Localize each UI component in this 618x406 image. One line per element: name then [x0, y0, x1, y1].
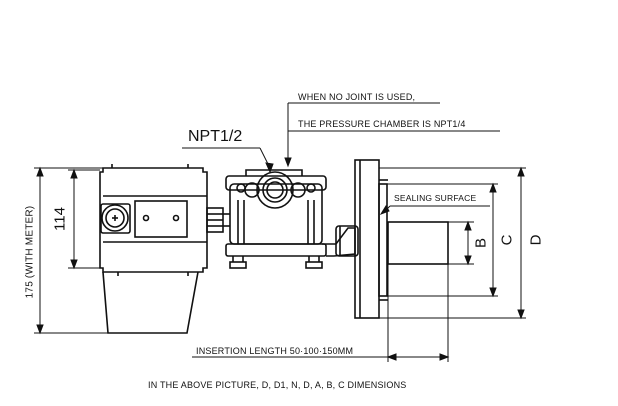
- elbow-pipe: [322, 225, 359, 257]
- npt-leader: [182, 147, 274, 174]
- insertion-length-label: INSERTION LENGTH 50·100·150MM: [196, 346, 354, 356]
- dim-c-line: [387, 182, 498, 298]
- dim-175-label: 175 (WITH METER): [24, 205, 36, 299]
- pressure-chamber: [225, 169, 327, 269]
- meter-housing: [99, 164, 208, 334]
- sealing-leader: [379, 205, 490, 215]
- caption: IN THE ABOVE PICTURE, D, D1, N, D, A, B,…: [148, 380, 407, 390]
- flange: [354, 159, 388, 319]
- note-leader: [284, 102, 500, 168]
- dim-b-line: [448, 220, 474, 266]
- npt-label: NPT1/2: [188, 128, 243, 145]
- dim-d-line: [379, 166, 526, 320]
- dim-114-line: [68, 168, 100, 270]
- window-screw-right: [172, 214, 180, 222]
- round-button: [100, 203, 131, 234]
- sealing-surface-label: SEALING SURFACE: [394, 193, 477, 203]
- insertion-tube: [387, 221, 449, 265]
- dim-c-label: C: [498, 234, 516, 246]
- note-line-2: THE PRESSURE CHAMBER IS NPT1/4: [298, 119, 466, 129]
- dim-b-label: B: [472, 237, 490, 249]
- display-window: [134, 200, 188, 238]
- dim-114-label: 114: [51, 207, 69, 231]
- insertion-length-line: [192, 264, 450, 362]
- window-screw-left: [142, 214, 150, 222]
- hex-connector: [206, 207, 230, 233]
- note-line-1: WHEN NO JOINT IS USED,: [298, 92, 416, 102]
- dim-175-line: [34, 166, 108, 335]
- dim-d-label: D: [527, 234, 545, 246]
